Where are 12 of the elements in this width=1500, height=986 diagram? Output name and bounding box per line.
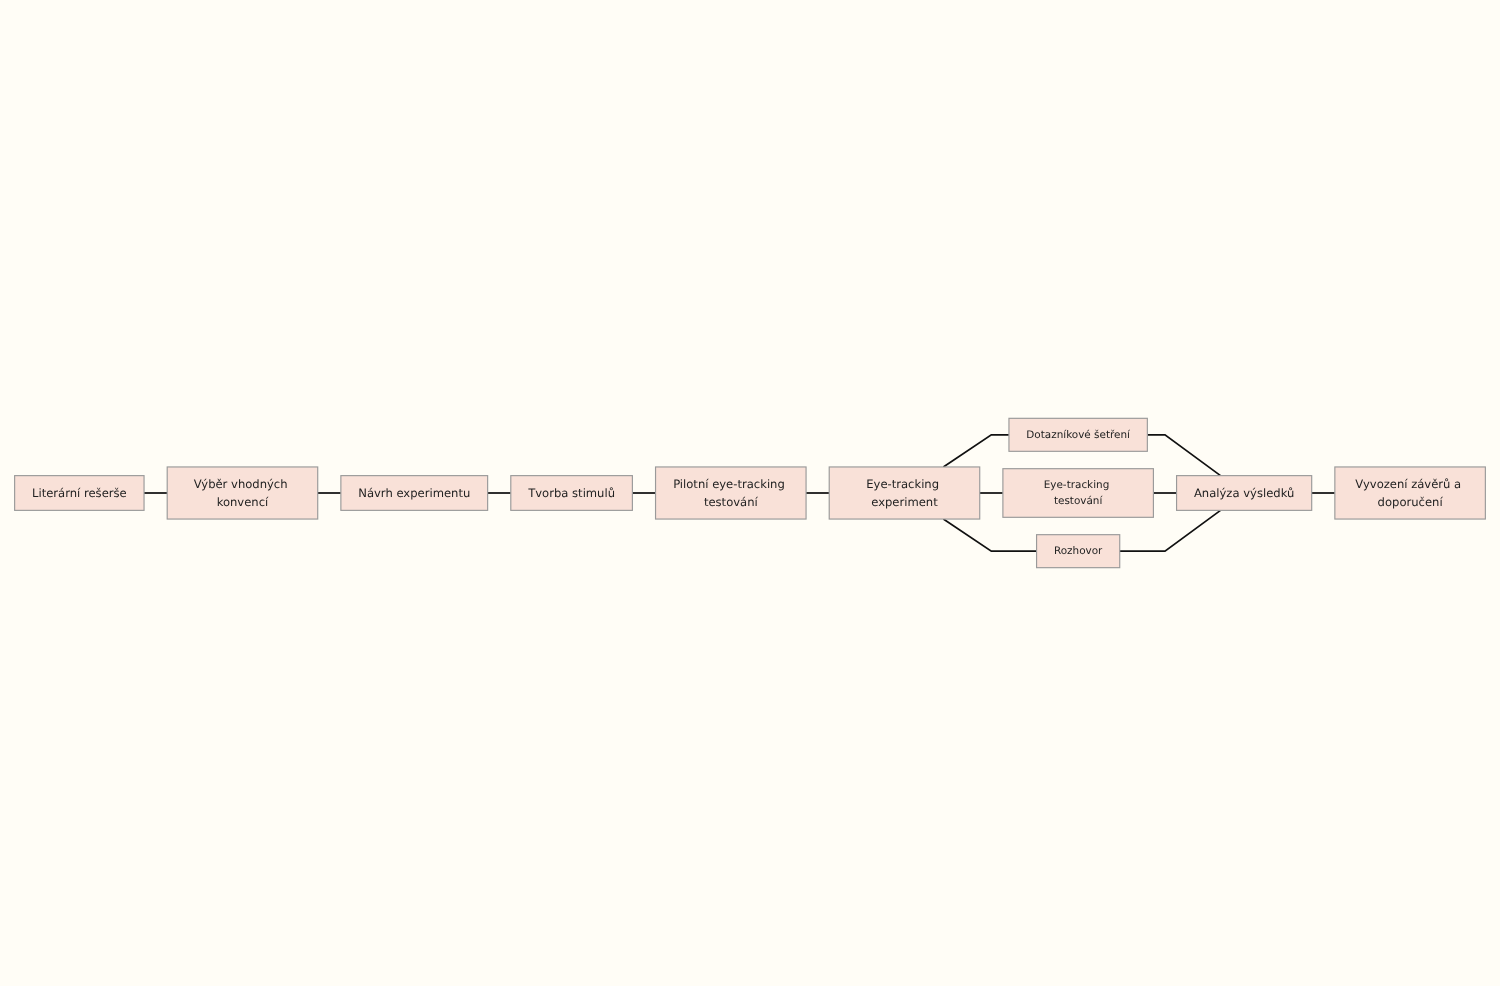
connector [1146,433,1222,477]
connector [1118,509,1222,553]
connector [942,433,1010,468]
connector [631,492,657,494]
connector [486,492,512,494]
connector [942,518,1038,553]
connector [143,492,169,494]
connector [1310,492,1336,494]
connector [978,492,1004,494]
connector [1152,492,1178,494]
connector [805,492,831,494]
connector [316,492,342,494]
